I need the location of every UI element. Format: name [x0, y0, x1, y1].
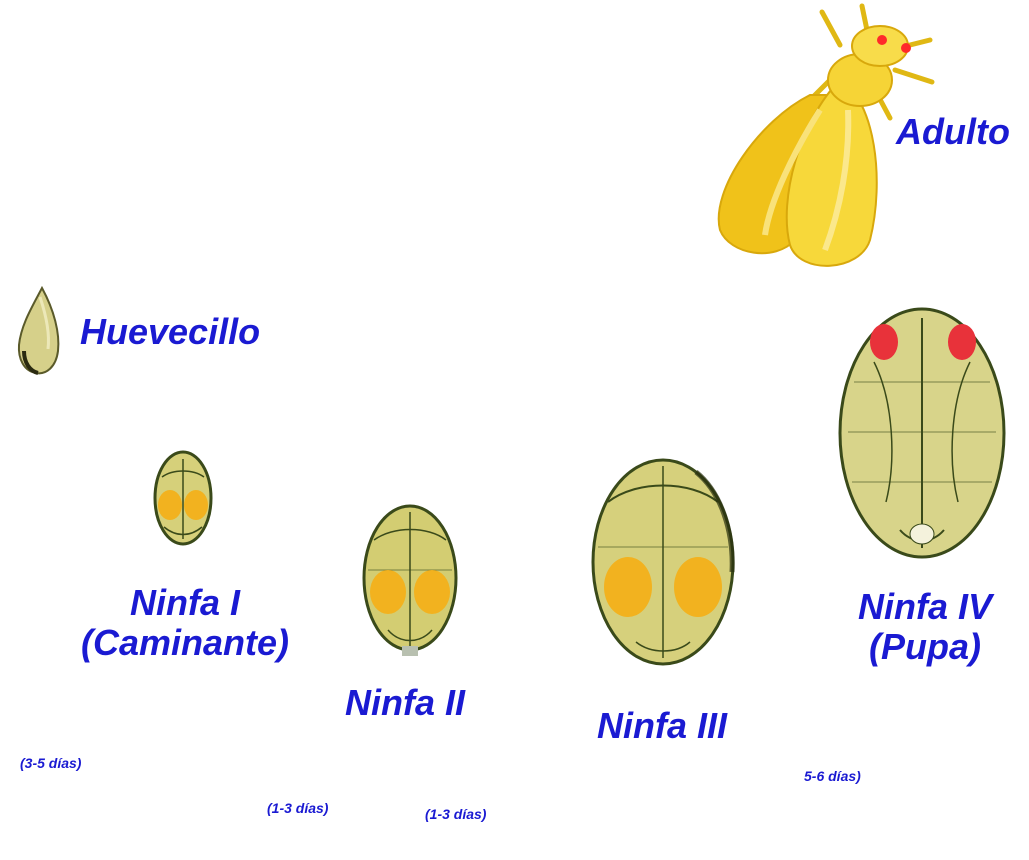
ninfa-1-duration: (3-5 días)	[20, 755, 81, 771]
ninfa-3-label: Ninfa III	[597, 706, 727, 746]
nymph-2-icon	[358, 500, 463, 660]
ninfa-4-subtitle: (Pupa)	[830, 627, 1020, 667]
adulto-label: Adulto	[896, 112, 1010, 152]
ninfa-4-name: Ninfa IV	[830, 587, 1020, 627]
nymph-1-icon	[148, 447, 218, 549]
nymph-3-icon	[586, 452, 741, 672]
huevecillo-label: Huevecillo	[80, 312, 260, 352]
ninfa-4-label: Ninfa IV (Pupa)	[830, 587, 1020, 668]
ninfa-3-duration: (1-3 días)	[425, 806, 486, 822]
ninfa-1-label: Ninfa I (Caminante)	[40, 583, 330, 664]
egg-icon	[10, 285, 70, 380]
ninfa-2-label: Ninfa II	[345, 683, 465, 723]
ninfa-4-duration: 5-6 días)	[804, 768, 861, 784]
nymph-4-pupa-icon	[834, 302, 1010, 564]
ninfa-1-subtitle: (Caminante)	[40, 623, 330, 663]
ninfa-2-duration: (1-3 días)	[267, 800, 328, 816]
ninfa-1-name: Ninfa I	[40, 583, 330, 623]
